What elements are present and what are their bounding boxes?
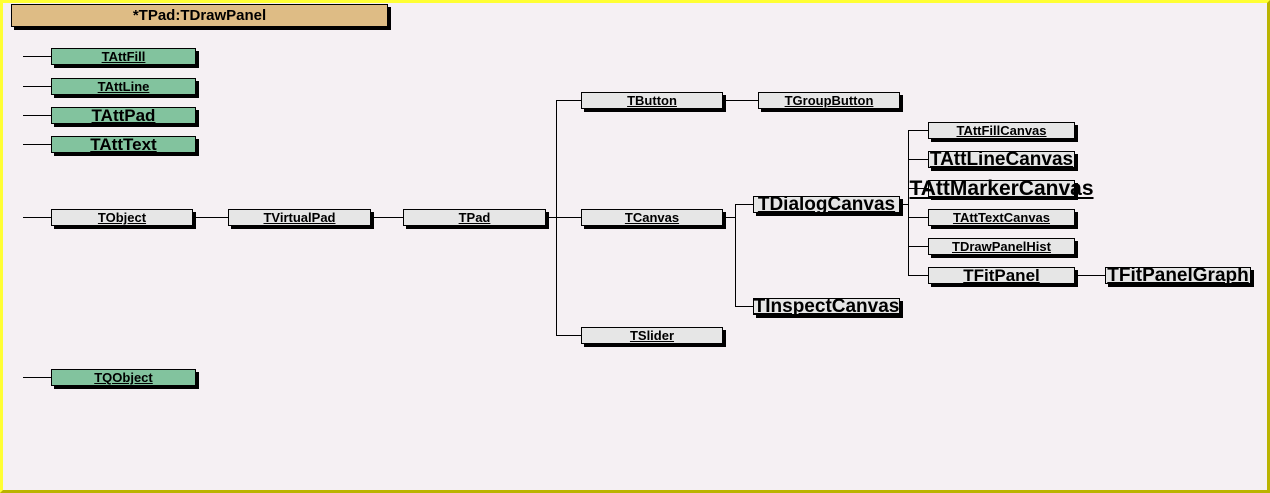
- class-box-tpad[interactable]: TPad: [403, 209, 546, 226]
- connector-line: [193, 217, 228, 218]
- pad-title: *TPad:TDrawPanel: [11, 4, 388, 27]
- connector-line: [908, 217, 928, 218]
- class-box-tslider[interactable]: TSlider: [581, 327, 723, 344]
- class-box-tattfillcanvas[interactable]: TAttFillCanvas: [928, 122, 1075, 139]
- class-box-tatttextcanvas[interactable]: TAttTextCanvas: [928, 209, 1075, 226]
- connector-line: [23, 86, 51, 87]
- class-box-tinspectcanvas[interactable]: TInspectCanvas: [753, 295, 900, 317]
- connector-line: [723, 217, 735, 218]
- connector-line: [556, 100, 581, 101]
- connector-line: [723, 100, 758, 101]
- connector-line: [900, 204, 908, 205]
- connector-line: [908, 130, 928, 131]
- class-box-tqobject[interactable]: TQObject: [51, 369, 196, 386]
- class-box-tattfill[interactable]: TAttFill: [51, 48, 196, 65]
- connector-line: [908, 188, 928, 189]
- class-box-tattlinecanvas[interactable]: TAttLineCanvas: [928, 148, 1075, 170]
- connector-line: [908, 130, 909, 276]
- class-box-tcanvas[interactable]: TCanvas: [581, 209, 723, 226]
- class-box-tfitpanelgraph[interactable]: TFitPanelGraph: [1105, 265, 1251, 286]
- class-box-tattpad[interactable]: TAttPad: [51, 106, 196, 125]
- class-box-tfitpanel[interactable]: TFitPanel: [928, 266, 1075, 285]
- connector-line: [23, 115, 51, 116]
- class-box-tdrawpanelhist[interactable]: TDrawPanelHist: [928, 238, 1075, 255]
- connector-line: [735, 204, 753, 205]
- connector-line: [23, 144, 51, 145]
- connector-line: [556, 100, 557, 336]
- class-box-tattmarkercanvas[interactable]: TAttMarkerCanvas: [909, 176, 1094, 200]
- connector-line: [908, 159, 928, 160]
- connector-line: [1075, 275, 1105, 276]
- connector-line: [908, 246, 928, 247]
- connector-line: [546, 217, 556, 218]
- connector-line: [23, 56, 51, 57]
- connector-line: [735, 306, 753, 307]
- class-box-tvirtualpad[interactable]: TVirtualPad: [228, 209, 371, 226]
- class-box-tobject[interactable]: TObject: [51, 209, 193, 226]
- connector-line: [556, 217, 581, 218]
- class-box-tatttext[interactable]: TAttText: [51, 135, 196, 154]
- connector-line: [735, 204, 736, 307]
- connector-line: [23, 377, 51, 378]
- class-box-tdialogcanvas[interactable]: TDialogCanvas: [753, 194, 900, 215]
- class-box-tattline[interactable]: TAttLine: [51, 78, 196, 95]
- class-box-tgroupbutton[interactable]: TGroupButton: [758, 92, 900, 109]
- connector-line: [556, 335, 581, 336]
- class-box-tbutton[interactable]: TButton: [581, 92, 723, 109]
- connector-line: [371, 217, 403, 218]
- connector-line: [908, 275, 928, 276]
- connector-line: [23, 217, 51, 218]
